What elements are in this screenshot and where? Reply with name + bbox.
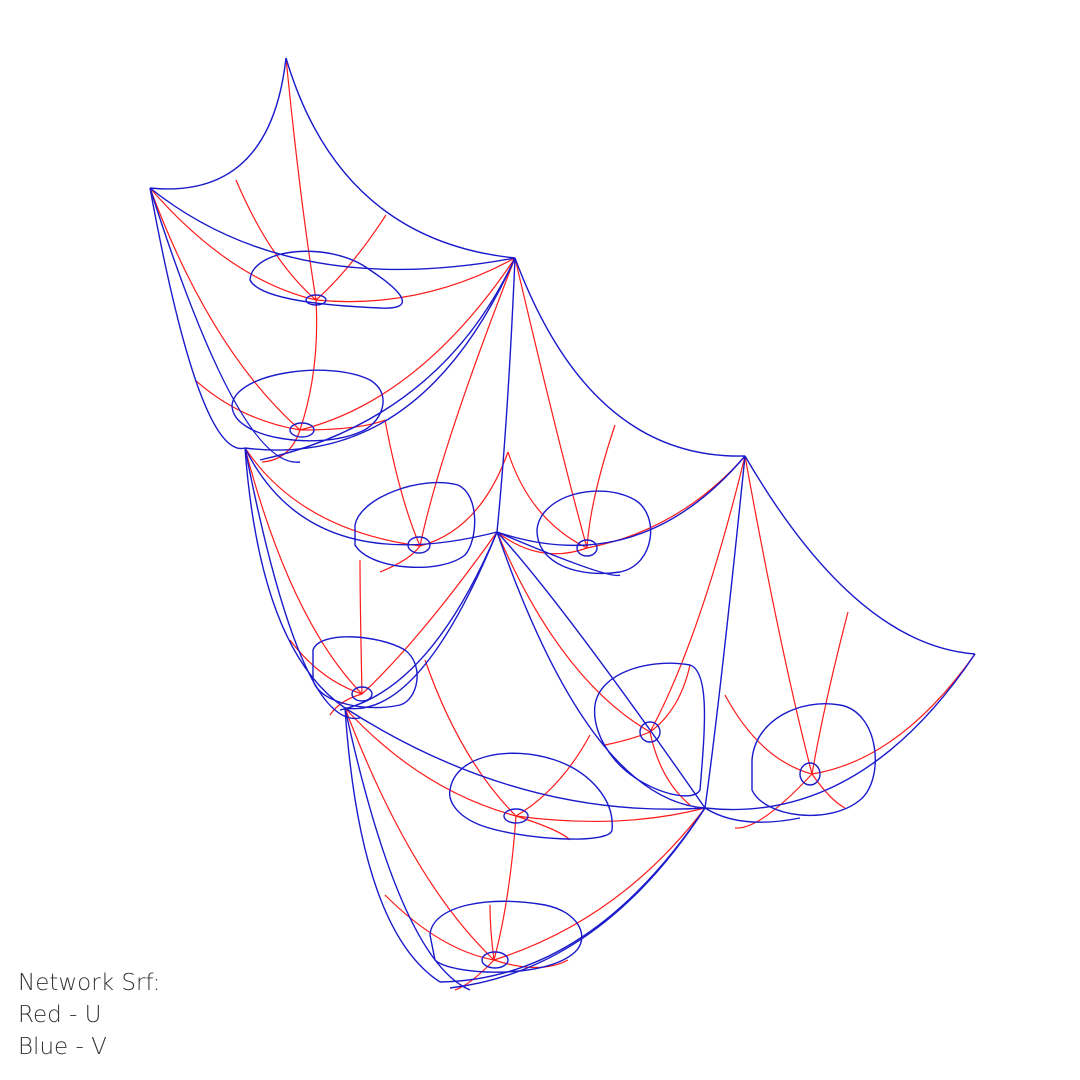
- v-curve-28: [249, 250, 403, 309]
- v-curve-33: [593, 662, 706, 797]
- u-curve-27: [496, 531, 651, 733]
- v-curve-26: [449, 807, 706, 989]
- u-curve-40: [515, 734, 591, 817]
- u-curve-47: [493, 959, 569, 969]
- v-curve-44: [503, 808, 529, 824]
- v-curve-9: [496, 257, 516, 533]
- u-curve-46: [384, 894, 495, 961]
- v-curve-10: [496, 455, 746, 547]
- v-curve-19: [496, 531, 706, 809]
- u-curve-7: [299, 257, 516, 431]
- u-curve-14: [419, 257, 516, 547]
- v-curve-43: [799, 762, 821, 786]
- u-curve-17: [514, 257, 588, 549]
- v-curve-23: [344, 707, 441, 983]
- u-curve-6: [149, 187, 301, 431]
- u-curve-8: [299, 299, 318, 431]
- u-curve-1: [285, 57, 317, 301]
- v-curve-39: [407, 536, 431, 554]
- u-curve-42: [493, 815, 517, 961]
- v-curve-42: [639, 721, 661, 743]
- v-curve-27: [704, 807, 801, 823]
- u-curve-29: [649, 664, 691, 733]
- u-curves: [149, 57, 976, 991]
- v-curve-7: [259, 257, 516, 461]
- v-curve-5: [244, 257, 516, 451]
- v-curve-20: [496, 531, 706, 809]
- v-curve-17: [244, 447, 361, 720]
- u-curve-33: [811, 611, 849, 775]
- u-curve-16: [507, 451, 588, 549]
- legend: Network Srf: Red - U Blue - V: [18, 967, 160, 1063]
- u-curve-43: [515, 815, 571, 841]
- u-curve-26: [329, 693, 363, 716]
- v-curve-31: [536, 490, 652, 575]
- u-curve-13: [384, 419, 421, 547]
- v-curve-34: [751, 703, 876, 817]
- v-curves: [149, 57, 976, 991]
- u-curve-2: [235, 179, 317, 301]
- v-curve-40: [576, 539, 598, 557]
- v-curve-30: [354, 481, 476, 569]
- u-curve-34: [811, 653, 976, 775]
- v-curve-24: [439, 807, 706, 983]
- v-curve-35: [448, 752, 613, 840]
- u-curve-20: [379, 545, 421, 573]
- u-curve-5: [315, 257, 516, 303]
- v-curve-37: [305, 294, 327, 306]
- v-curve-8: [514, 257, 746, 457]
- u-curve-15: [419, 451, 509, 547]
- u-curve-37: [734, 773, 813, 829]
- v-curve-18: [339, 531, 498, 711]
- u-curve-22: [244, 447, 363, 695]
- u-curve-19: [586, 455, 746, 549]
- v-curve-38: [289, 422, 315, 438]
- v-curve-12: [704, 455, 746, 809]
- v-curve-21: [496, 531, 621, 577]
- v-curve-13: [704, 653, 976, 811]
- u-curve-49: [489, 904, 495, 961]
- u-curve-24: [361, 531, 498, 695]
- v-curve-29: [231, 369, 384, 442]
- v-curve-14: [244, 447, 498, 546]
- u-curve-10: [299, 419, 386, 431]
- u-curve-12: [244, 447, 421, 547]
- v-curve-32: [312, 636, 418, 709]
- u-curve-41: [515, 807, 706, 823]
- legend-blue-v: Blue - V: [18, 1034, 107, 1060]
- v-curve-22: [344, 707, 706, 810]
- u-curve-18: [586, 424, 616, 549]
- v-curve-25: [344, 707, 471, 991]
- v-curve-1: [149, 57, 287, 190]
- u-curve-32: [744, 455, 813, 775]
- v-curve-6: [149, 187, 301, 463]
- legend-red-u: Red - U: [18, 1002, 102, 1028]
- u-curve-38: [344, 707, 517, 817]
- u-curve-44: [344, 707, 495, 961]
- u-curve-39: [424, 659, 517, 817]
- v-curve-16: [344, 531, 498, 710]
- v-curve-4: [149, 187, 246, 450]
- u-curve-45: [493, 807, 706, 961]
- v-curve-2: [285, 57, 516, 259]
- u-curve-36: [811, 773, 846, 809]
- u-curve-3: [315, 214, 387, 301]
- v-curve-3: [149, 187, 516, 271]
- u-curve-9: [194, 379, 301, 431]
- u-curve-31: [604, 731, 651, 746]
- legend-title: Network Srf:: [18, 970, 161, 996]
- u-curve-23: [359, 559, 363, 695]
- v-curve-36: [429, 900, 583, 973]
- v-curve-41: [351, 686, 373, 702]
- u-curve-28: [649, 455, 746, 733]
- v-curve-15: [244, 447, 346, 709]
- v-curve-45: [481, 951, 509, 969]
- u-curve-4: [149, 187, 317, 301]
- v-curve-11: [744, 455, 976, 655]
